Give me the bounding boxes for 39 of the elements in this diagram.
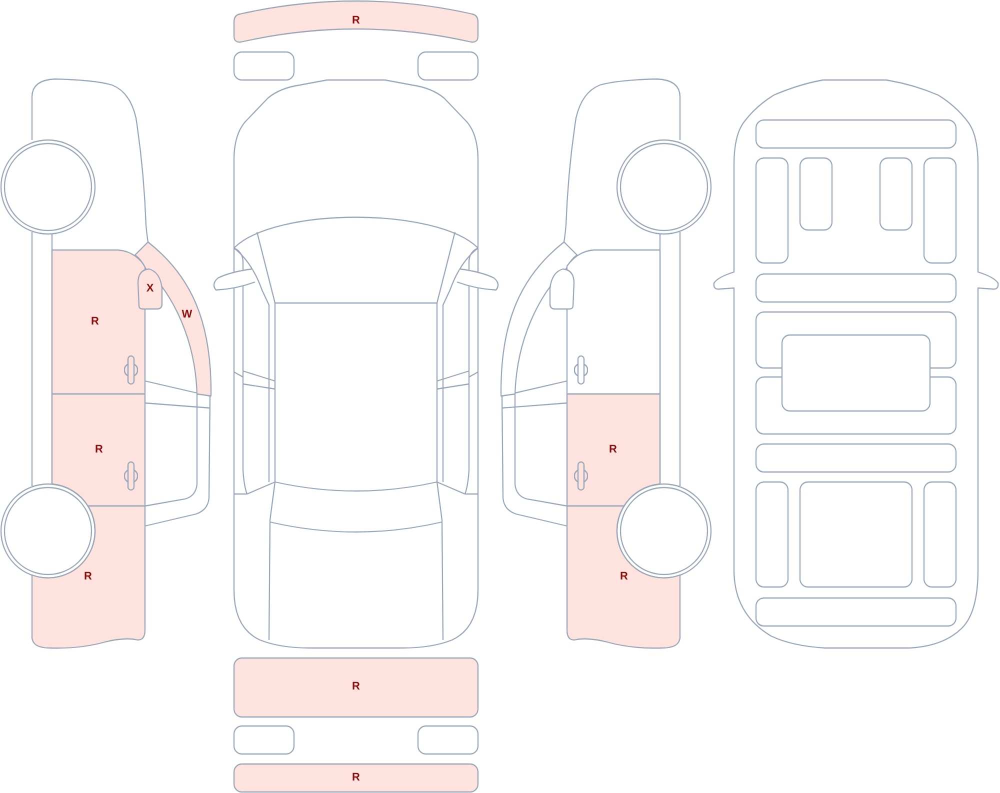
panel-code: R (91, 316, 99, 328)
underbody-panel (799, 481, 913, 588)
underbody-panel (755, 597, 957, 627)
underbody-panel (799, 157, 833, 231)
panel-code: R (609, 444, 617, 456)
panel-code: R (620, 572, 628, 582)
panel-code: R (352, 16, 360, 26)
door-panel (51, 393, 146, 507)
panel-code: W (182, 310, 192, 320)
lamp-panel (233, 51, 295, 81)
lamp-panel (417, 725, 479, 755)
tailgate-panel (233, 657, 479, 718)
underbody-panel (755, 481, 789, 588)
underbody-panel (879, 157, 913, 231)
lamp-panel (233, 725, 295, 755)
pillar-panel (134, 241, 212, 397)
underbody-panel (923, 157, 957, 264)
underbody-panel (755, 157, 789, 264)
panel-code: R (352, 772, 360, 784)
underbody-panel (755, 443, 957, 473)
pillar-panel (500, 241, 578, 397)
door-panel (566, 393, 661, 507)
quarter-panel (566, 505, 681, 650)
underbody-panel (755, 119, 957, 149)
underbody-panel (923, 481, 957, 588)
quarter-panel (31, 505, 146, 650)
panel-code: R (352, 682, 360, 692)
panel-code: R (84, 572, 92, 582)
door-panel (566, 249, 661, 395)
underbody-panel (781, 334, 931, 412)
panel-code: R (95, 444, 103, 456)
bumper-panel (233, 0, 479, 44)
lamp-panel (417, 51, 479, 81)
door-panel (51, 249, 146, 395)
mirror-panel (549, 268, 575, 310)
panel-code: X (146, 284, 154, 294)
mirror-panel (137, 268, 163, 310)
bumper-panel (233, 763, 479, 793)
underbody-panel (755, 273, 957, 303)
